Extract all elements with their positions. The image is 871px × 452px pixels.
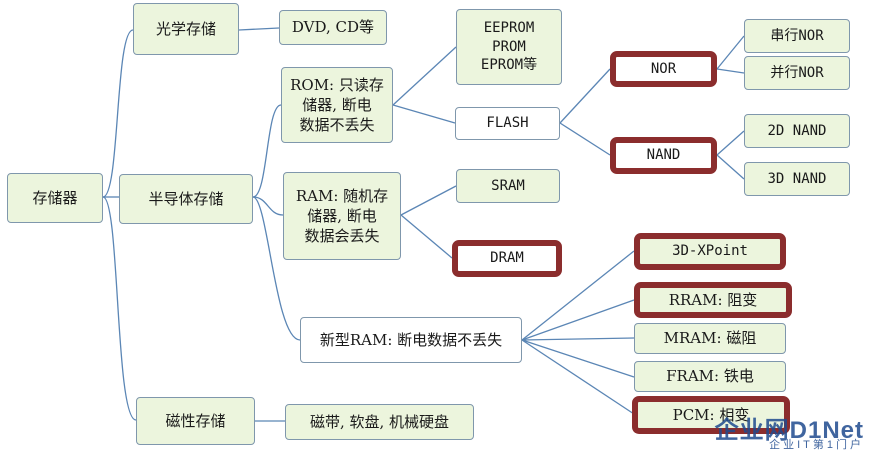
watermark-brand: 企业网D1Net: [714, 417, 864, 444]
node-3d-xpoint: 3D-XPoint: [634, 233, 786, 270]
node-rom: ROM: 只读存 储器, 断电 数据不丢失: [281, 67, 393, 143]
node-mram: MRAM: 磁阻: [634, 323, 786, 354]
node-label: MRAM: 磁阻: [663, 329, 757, 348]
node-label: EEPROM PROM EPROM等: [480, 19, 538, 74]
node-flash: FLASH: [455, 107, 560, 140]
node-fram: FRAM: 铁电: [634, 361, 786, 392]
node-magnetic: 磁性存储: [136, 397, 255, 445]
node-label: SRAM: [491, 177, 525, 194]
node-label: 并行NOR: [770, 64, 824, 81]
node-label: NAND: [646, 147, 681, 164]
node-pcm: PCM: 相变: [632, 396, 790, 434]
node-label: 2D NAND: [767, 122, 827, 139]
node-label: 磁性存储: [165, 411, 226, 430]
node-eeprom-group: EEPROM PROM EPROM等: [456, 9, 562, 85]
node-dram: DRAM: [452, 240, 562, 277]
node-label: DVD, CD等: [291, 18, 375, 37]
node-semiconductor: 半导体存储: [119, 174, 253, 224]
node-nand: NAND: [610, 137, 717, 174]
node-label: 光学存储: [155, 19, 216, 38]
node-label: 半导体存储: [148, 189, 224, 208]
node-label: RRAM: 阻变: [668, 290, 758, 309]
node-label: RAM: 随机存 储器, 断电 数据会丢失: [295, 186, 389, 246]
node-nand-2d: 2D NAND: [744, 114, 850, 148]
watermark-tagline: 企业IT第1门户: [769, 439, 864, 451]
node-nand-3d: 3D NAND: [744, 162, 850, 196]
node-label: FRAM: 铁电: [666, 367, 754, 386]
node-label: 新型RAM: 断电数据不丢失: [319, 330, 503, 349]
node-label: 串行NOR: [770, 27, 824, 44]
node-label: DRAM: [490, 250, 524, 267]
node-nor: NOR: [610, 51, 717, 87]
node-magnetic-items: 磁带, 软盘, 机械硬盘: [285, 404, 474, 440]
node-label: 3D-XPoint: [672, 243, 748, 260]
node-optical: 光学存储: [133, 3, 239, 55]
node-serial-nor: 串行NOR: [744, 19, 850, 53]
node-ram: RAM: 随机存 储器, 断电 数据会丢失: [283, 172, 401, 260]
node-label: 磁带, 软盘, 机械硬盘: [309, 412, 450, 431]
node-label: 存储器: [32, 188, 78, 207]
node-label: PCM: 相变: [672, 405, 750, 424]
node-new-ram: 新型RAM: 断电数据不丢失: [300, 317, 522, 363]
node-parallel-nor: 并行NOR: [744, 56, 850, 90]
node-sram: SRAM: [456, 169, 560, 203]
node-label: NOR: [650, 60, 677, 77]
node-dvd-cd: DVD, CD等: [279, 10, 387, 45]
node-label: 3D NAND: [767, 170, 827, 187]
node-storage: 存储器: [7, 173, 103, 223]
node-label: ROM: 只读存 储器, 断电 数据不丢失: [290, 75, 384, 135]
node-label: FLASH: [486, 115, 529, 132]
watermark-logo: 企业网D1Net 企业IT第1门户: [690, 408, 870, 452]
node-rram: RRAM: 阻变: [634, 282, 792, 318]
